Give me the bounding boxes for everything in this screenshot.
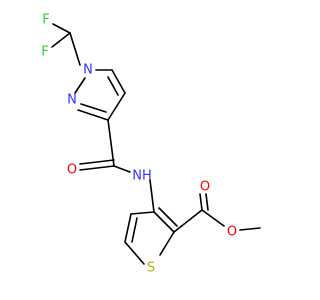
bond-c3-camide <box>107 119 115 167</box>
bonds <box>51 23 261 265</box>
bond-cester-oester <box>201 209 225 227</box>
bond-c3t-c2t-double <box>158 207 178 227</box>
bond-c-f1 <box>52 23 71 34</box>
atom-oxygen-amide: O <box>67 163 77 178</box>
atom-fluorine-bottom: F <box>41 45 48 60</box>
bond-cester-ocarbonyl <box>199 193 203 211</box>
bond-n2-c3 <box>77 109 109 121</box>
bond-c-n1 <box>69 32 81 66</box>
bond-oester-methyl <box>239 227 261 231</box>
bond-c4-c5 <box>111 69 126 94</box>
atom-nitrogen-n2: N <box>67 93 77 108</box>
atom-oxygen-carbonyl: O <box>200 180 210 195</box>
molecule-diagram: F F N N O NH O O S <box>41 13 261 276</box>
bond-c5t-c4t <box>124 213 132 243</box>
atom-amine-nh: NH <box>132 169 152 184</box>
bond-n2-c3-double <box>80 103 107 113</box>
atom-labels: F F N N O NH O O S <box>41 13 237 276</box>
bond-c3-c4 <box>107 92 126 121</box>
bond-cester-ocarbonyl-double <box>205 193 209 211</box>
bond-c4t-c3t <box>130 211 155 215</box>
bond-c3t-c2t <box>153 211 175 233</box>
bond-c-f2 <box>51 32 71 48</box>
atom-fluorine-top: F <box>42 13 49 28</box>
bond-s-c5t <box>124 241 145 265</box>
bond-c5t-c4t-double <box>131 217 138 243</box>
bond-camide-nh <box>113 165 131 173</box>
bond-c2t-cester <box>173 209 203 233</box>
bond-c2t-s <box>159 231 175 256</box>
molecule-structure-canvas: F F N N O NH O O S <box>41 13 261 276</box>
bond-n1-n2 <box>74 77 86 94</box>
atom-sulfur: S <box>147 261 155 276</box>
atom-oxygen-ester: O <box>227 225 237 240</box>
atom-nitrogen-n1: N <box>83 63 93 78</box>
bond-nh-c3t <box>149 179 155 213</box>
bond-c4-c5-double <box>107 76 119 96</box>
bond-camide-o <box>79 165 115 171</box>
bond-camide-o-double <box>79 159 115 165</box>
